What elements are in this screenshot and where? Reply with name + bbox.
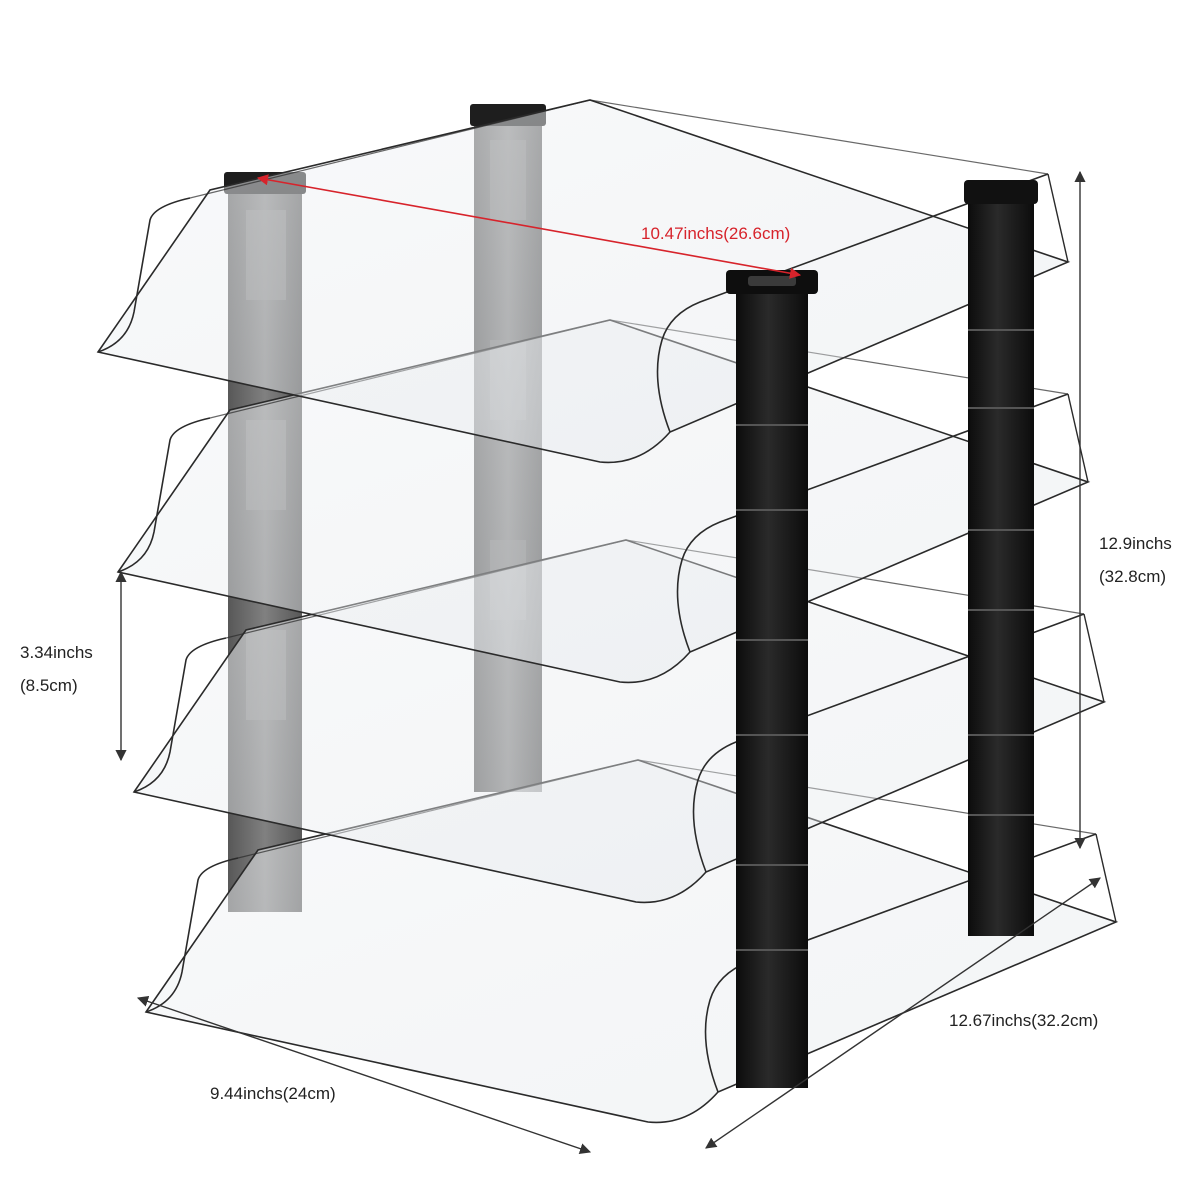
tray-left-wall [97,197,191,353]
tray-right-wall [656,173,1049,433]
tray-left-wall [117,417,211,573]
tray-corner-edge [1083,613,1105,703]
tray-tier [132,539,1107,904]
width-dimension-line [256,174,802,279]
back-right-post [964,180,1038,936]
tier-gap-label-centimeters: (8.5cm) [20,676,78,695]
tray-corner-edge [1067,393,1089,483]
height-label-centimeters: (32.8cm) [1099,567,1167,586]
tray-back-wall [189,99,1049,199]
tray-right-wall [676,393,1069,653]
front-right-post [726,270,818,1088]
height-label-inches: 12.9inchs [1099,534,1172,553]
depth-label: 12.67inchs(32.2cm) [949,1011,1099,1030]
depth-dimension-line [705,877,1101,1149]
tray-corner-edge [1095,833,1117,923]
width-label: 10.47inchs(26.6cm) [641,224,791,243]
tray-corner-edge [1047,173,1069,263]
tray-right-wall [692,613,1085,873]
front-width-label: 9.44inchs(24cm) [210,1084,336,1103]
tier-gap-label-inches: 3.34inchs [20,643,93,662]
front-width-dimension-line [136,995,592,1155]
tray-left-wall [133,637,227,793]
